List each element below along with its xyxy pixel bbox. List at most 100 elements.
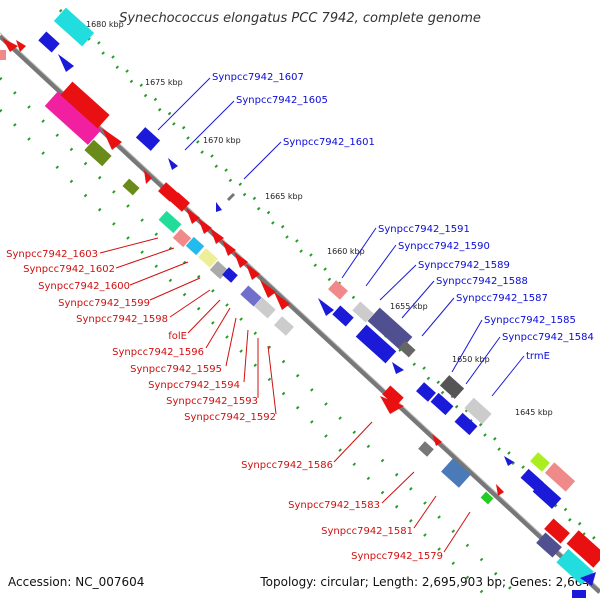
gene-label[interactable]: Synpcc7942_1579: [351, 551, 443, 562]
gene-glyph[interactable]: [158, 182, 178, 202]
gene-glyph[interactable]: [38, 31, 60, 53]
gene-glyph[interactable]: [532, 481, 562, 509]
scale-label: 1670 kbp: [203, 136, 241, 145]
gene-glyph[interactable]: [246, 264, 260, 280]
gene-glyph[interactable]: [416, 382, 436, 402]
gene-glyph[interactable]: [352, 301, 374, 323]
gene-glyph[interactable]: [44, 91, 102, 145]
gene-glyph[interactable]: [355, 324, 397, 364]
leader-line: [365, 244, 397, 287]
gene-glyph[interactable]: [382, 385, 404, 407]
leader-line: [421, 297, 455, 337]
gene-glyph[interactable]: [418, 441, 434, 457]
gene-glyph[interactable]: [260, 280, 276, 298]
gene-glyph[interactable]: [144, 170, 152, 184]
gene-glyph[interactable]: [234, 252, 248, 268]
gene-label[interactable]: Synpcc7942_1589: [418, 260, 510, 271]
gene-glyph[interactable]: [480, 491, 494, 505]
gene-glyph[interactable]: [464, 397, 492, 425]
gene-label[interactable]: Synpcc7942_1581: [321, 526, 413, 537]
gene-glyph[interactable]: [216, 202, 222, 212]
gene-label[interactable]: Synpcc7942_1591: [378, 224, 470, 235]
reverse-leader-lines: [99, 237, 471, 553]
gene-glyph[interactable]: [186, 208, 200, 224]
gene-label[interactable]: Synpcc7942_1598: [76, 314, 168, 325]
gene-label[interactable]: Synpcc7942_1588: [436, 276, 528, 287]
gene-glyph[interactable]: [198, 218, 212, 234]
gene-glyph[interactable]: [158, 210, 182, 234]
gene-glyph[interactable]: [454, 412, 478, 436]
gene-label[interactable]: Synpcc7942_1599: [58, 298, 150, 309]
gene-glyph[interactable]: [580, 572, 596, 586]
gene-glyph[interactable]: [254, 297, 276, 319]
gene-glyph[interactable]: [58, 54, 74, 72]
gene-label[interactable]: Synpcc7942_1607: [212, 72, 304, 83]
leader-line: [451, 319, 483, 373]
gene-glyph[interactable]: [566, 530, 600, 568]
gene-glyph[interactable]: [520, 468, 544, 492]
gene-glyph[interactable]: [226, 192, 236, 202]
gene-label[interactable]: Synpcc7942_1594: [148, 380, 240, 391]
gene-label[interactable]: Synpcc7942_1584: [502, 332, 594, 343]
gene-glyph[interactable]: [135, 127, 161, 151]
gene-label[interactable]: Synpcc7942_1586: [241, 460, 333, 471]
gene-glyph[interactable]: [544, 462, 576, 492]
gene-label[interactable]: Synpcc7942_1596: [112, 347, 204, 358]
gene-glyph[interactable]: [222, 267, 238, 283]
leader-line: [267, 345, 277, 415]
gene-glyph[interactable]: [168, 158, 178, 170]
gene-label[interactable]: Synpcc7942_1603: [6, 249, 98, 260]
gene-glyph[interactable]: [328, 280, 348, 300]
gene-glyph[interactable]: [441, 458, 471, 488]
gene-glyph[interactable]: [392, 362, 404, 374]
gene-glyph[interactable]: [0, 50, 6, 60]
gene-glyph[interactable]: [432, 434, 442, 446]
gene-glyph[interactable]: [430, 392, 454, 416]
gene-glyph[interactable]: [544, 518, 570, 544]
gene-glyph[interactable]: [496, 484, 504, 496]
gene-glyph[interactable]: [2, 38, 18, 52]
gene-label[interactable]: Synpcc7942_1587: [456, 293, 548, 304]
gene-label[interactable]: Synpcc7942_1602: [23, 264, 115, 275]
gene-glyph[interactable]: [102, 128, 122, 150]
gene-glyph[interactable]: [170, 192, 190, 212]
gene-glyph[interactable]: [332, 305, 354, 327]
gene-glyph[interactable]: [16, 40, 26, 52]
gene-glyph[interactable]: [367, 307, 413, 351]
gene-glyph[interactable]: [210, 228, 224, 244]
gene-glyph[interactable]: [380, 396, 404, 414]
gene-glyph[interactable]: [536, 532, 562, 558]
gene-glyph[interactable]: [240, 285, 262, 307]
leader-line: [379, 264, 417, 301]
gene-label[interactable]: Synpcc7942_1593: [166, 396, 258, 407]
gene-glyph[interactable]: [504, 456, 514, 466]
gene-glyph[interactable]: [84, 139, 112, 167]
gene-glyph[interactable]: [222, 240, 236, 256]
gene-label[interactable]: folE: [168, 331, 187, 342]
gene-glyph[interactable]: [185, 236, 205, 256]
gene-glyph[interactable]: [274, 316, 294, 336]
gene-glyph[interactable]: [556, 548, 594, 586]
gene-label[interactable]: Synpcc7942_1590: [398, 241, 490, 252]
gene-glyph[interactable]: [530, 452, 550, 472]
gene-glyph[interactable]: [60, 81, 110, 129]
gene-glyph[interactable]: [318, 298, 334, 316]
gene-glyph[interactable]: [172, 228, 192, 248]
gene-glyph[interactable]: [122, 178, 140, 196]
gene-glyph[interactable]: [53, 7, 95, 47]
gene-label[interactable]: Synpcc7942_1592: [184, 412, 276, 423]
gene-glyph[interactable]: [274, 292, 290, 310]
topology-label: Topology: circular; Length: 2,695,903 bp…: [259, 575, 590, 589]
gene-label[interactable]: Synpcc7942_1601: [283, 137, 375, 148]
gene-label[interactable]: Synpcc7942_1585: [484, 315, 576, 326]
gene-label[interactable]: Synpcc7942_1595: [130, 364, 222, 375]
gene-label[interactable]: trmE: [526, 351, 550, 362]
gene-glyph[interactable]: [439, 375, 465, 399]
gene-glyph[interactable]: [572, 590, 586, 598]
gene-glyph[interactable]: [198, 248, 218, 268]
gene-label[interactable]: Synpcc7942_1605: [236, 95, 328, 106]
gene-label[interactable]: Synpcc7942_1583: [288, 500, 380, 511]
gene-glyphs: [0, 7, 600, 598]
gene-glyph[interactable]: [398, 340, 416, 358]
gene-label[interactable]: Synpcc7942_1600: [38, 281, 130, 292]
